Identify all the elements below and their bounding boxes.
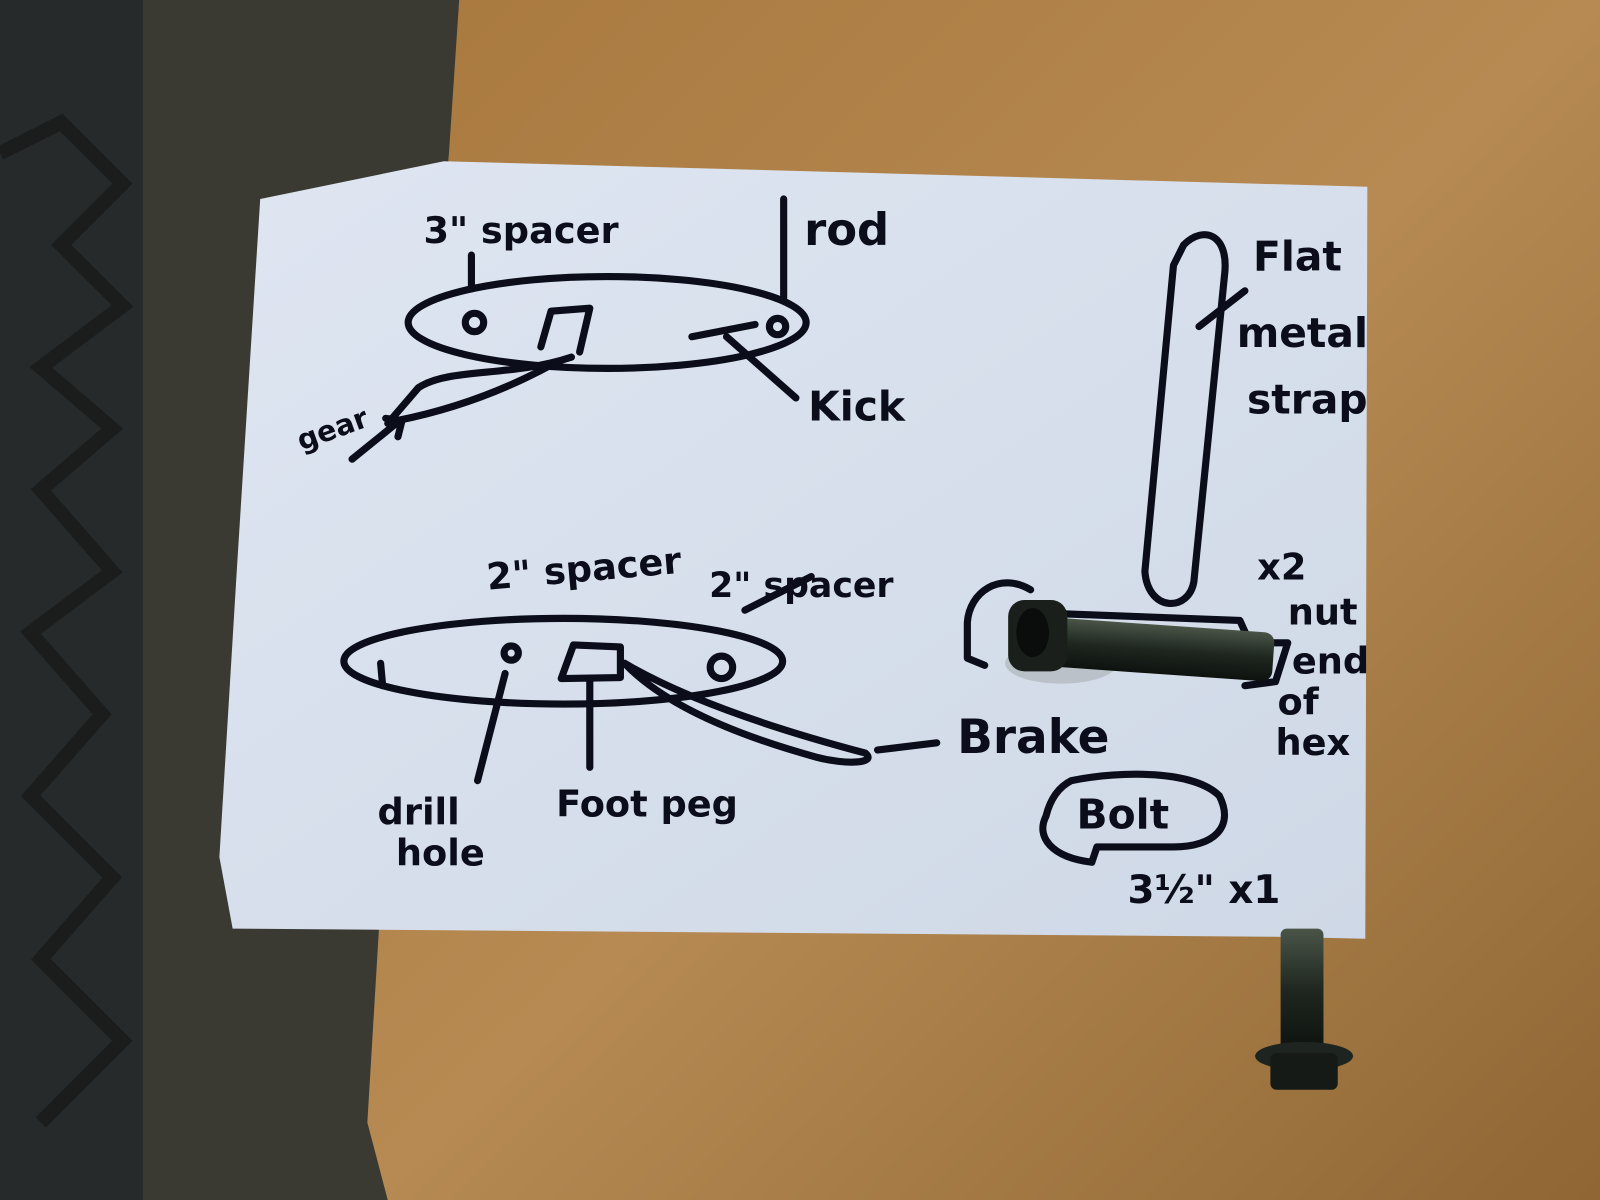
top-lever-drawing: [348, 195, 810, 463]
bottom-lever-drawing: [340, 572, 941, 785]
bolt-size-label: 3½" x1: [1128, 868, 1281, 913]
brake-label: Brake: [957, 710, 1109, 765]
bolt-label-bubble: [1039, 770, 1228, 866]
drill-label: drill: [378, 790, 460, 833]
count-x2-label: x2: [1257, 546, 1306, 589]
nut-end-line4: hex: [1276, 721, 1351, 764]
nut-end-line3: of: [1278, 680, 1320, 723]
spacer-2in-right-label: 2" spacer: [709, 566, 893, 606]
bolt-label: Bolt: [1077, 791, 1170, 839]
flat-strap-drawing: [1141, 231, 1249, 607]
rod-label: rod: [804, 203, 889, 256]
socket-head-bolt: [1005, 600, 1275, 684]
hole-label: hole: [396, 831, 485, 874]
strap-label-line3: strap: [1247, 375, 1368, 423]
flange-bolt: [1255, 928, 1354, 1090]
spacer-3in-label: 3" spacer: [423, 209, 618, 252]
mat-pattern: [0, 113, 134, 1128]
foot-peg-label: Foot peg: [556, 782, 738, 825]
kick-label: Kick: [808, 382, 906, 430]
nut-end-line2: end: [1292, 639, 1369, 682]
nut-end-line1: nut: [1288, 590, 1358, 633]
strap-label-line2: metal: [1237, 309, 1368, 357]
paper-sheet: [219, 161, 1368, 939]
strap-label-line1: Flat: [1253, 232, 1342, 280]
